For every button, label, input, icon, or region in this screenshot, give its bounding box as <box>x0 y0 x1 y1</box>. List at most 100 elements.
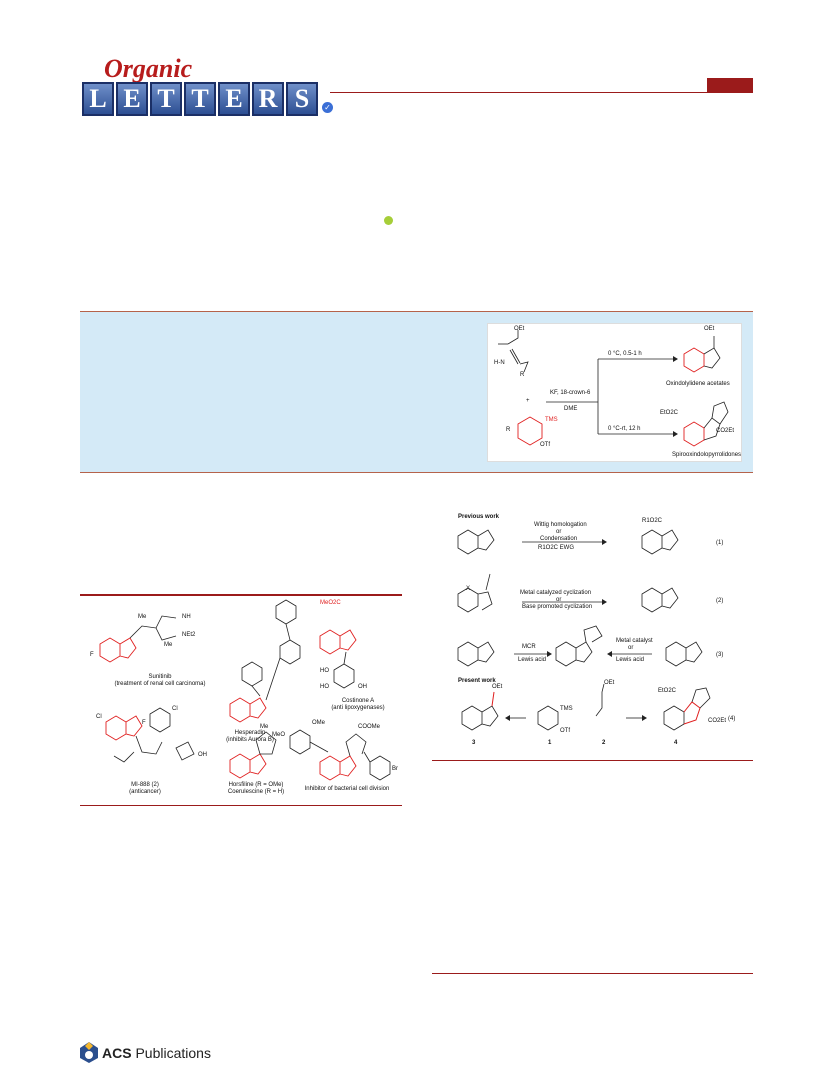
previous-work-heading: Previous work <box>458 514 500 520</box>
header-rule <box>330 92 753 93</box>
figure-label: Inhibitor of bacterial cell division <box>292 786 402 793</box>
scheme-otf: OTf <box>560 728 570 734</box>
journal-logo-organic: Organic <box>104 54 193 83</box>
acs-logo-icon <box>80 1042 98 1063</box>
compound-4: 4 <box>674 740 678 746</box>
scheme-oet: OEt <box>604 680 615 686</box>
atom-br: Br <box>392 766 398 772</box>
scheme-row3-or: or <box>628 645 634 651</box>
atom-me: Me <box>260 724 269 730</box>
atom-oh: OH <box>358 684 367 690</box>
equation-4: (4) <box>728 716 736 722</box>
toc-tms: TMS <box>545 417 558 423</box>
toc-eto2c: EtO2C <box>660 410 679 416</box>
toc-oet-product: OEt <box>704 326 715 332</box>
atom-f: F <box>142 720 146 726</box>
toc-r1: R <box>520 372 525 378</box>
toc-structures <box>498 330 729 447</box>
toc-otf: OTf <box>540 442 550 448</box>
toc-oet: OEt <box>514 326 525 332</box>
figure-label-name: Costinone A <box>341 698 375 704</box>
figure-label-name: Sunitinib <box>148 674 172 680</box>
figure-label: Sunitinib (treatment of renal cell carci… <box>100 674 220 688</box>
toc-product-top: Oxindolylidene acetates <box>666 381 730 387</box>
scheme-r1o2c: R1O2C <box>642 518 663 524</box>
scheme-mcr: MCR <box>522 644 536 650</box>
atom-cl: Cl <box>96 714 102 720</box>
scheme-co2et: CO2Et <box>708 718 727 724</box>
atom-coome: COOMe <box>358 724 381 730</box>
figure-label-note: (treatment of renal cell carcinoma) <box>114 681 206 687</box>
scheme-metal-catalyst: Metal catalyst <box>616 638 653 644</box>
atom-ome: OMe <box>312 720 326 726</box>
atom-cl: Cl <box>172 706 178 712</box>
atom-ho: HO <box>320 684 329 690</box>
scheme-row1-bottom: Condensation <box>540 536 578 542</box>
figure-label-note: (anti lipoxygenases) <box>331 705 385 711</box>
abstract-rule-top <box>80 311 753 312</box>
scheme1-structures <box>457 529 711 731</box>
toc-graphic: OEt H-N R + TMS OTf R KF, 18-crown-6 DME… <box>487 323 742 462</box>
equation-1: (1) <box>716 540 724 546</box>
logo-letter: T <box>150 82 182 116</box>
logo-letter: E <box>116 82 148 116</box>
figure-label: Costinone A (anti lipoxygenases) <box>316 698 400 712</box>
toc-co2et: CO2Et <box>716 428 735 434</box>
figure-label-note: Coerulescine (R = H) <box>227 789 285 795</box>
figure-label-name: Hesperadin <box>234 730 266 736</box>
figure1-rule-top <box>80 594 402 596</box>
acs-label: ACS <box>102 1045 132 1061</box>
figure-label: MI-888 (2) (anticancer) <box>110 782 180 796</box>
toc-reagent: KF, 18-crown-6 <box>550 390 591 396</box>
toc-solvent: DME <box>564 406 578 412</box>
scheme-row1-reagent: R1O2C EWG <box>538 545 575 551</box>
acs-publications-wordmark[interactable]: ACS Publications <box>102 1045 211 1061</box>
scheme-x: X <box>466 586 471 592</box>
logo-letter: L <box>82 82 114 116</box>
atom-oh: OH <box>198 752 207 758</box>
scheme1: Previous work Wittig homologation or Con… <box>452 512 752 757</box>
atom-f: F <box>90 652 94 658</box>
compound-1: 1 <box>548 740 552 746</box>
equation-2: (2) <box>716 598 724 604</box>
toc-plus: + <box>526 398 530 404</box>
publications-label: Publications <box>135 1045 211 1061</box>
logo-letter: S <box>286 82 318 116</box>
figure-label: Horsfiline (R = OMe) Coerulescine (R = H… <box>214 782 298 796</box>
compound-2: 2 <box>602 740 606 746</box>
header-tab <box>707 78 753 93</box>
abstract-rule-bottom <box>80 472 753 473</box>
toc-cond-bottom: 0 °C-rt, 12 h <box>608 426 641 432</box>
toc-hn: H-N <box>494 360 505 366</box>
atom-meo2c: MeO2C <box>320 600 341 606</box>
toc-cond-top: 0 °C, 0.5-1 h <box>608 351 642 357</box>
logo-letter: E <box>218 82 250 116</box>
scheme-lewis-acid: Lewis acid <box>616 657 645 663</box>
logo-letter: R <box>252 82 284 116</box>
scheme-row2-top: Metal catalyzed cyclization <box>520 590 592 596</box>
verified-check-icon: ✓ <box>322 102 333 113</box>
atom-ho: HO <box>320 668 329 674</box>
journal-logo-letters: L E T T E R S <box>82 82 318 116</box>
scheme1-rule <box>432 760 753 761</box>
figure-label-name: MI-888 (2) <box>131 782 159 788</box>
figure1-structures <box>99 599 391 781</box>
column-rule-bottom <box>432 973 753 974</box>
atom-nh: NH <box>182 614 191 620</box>
toc-r: R <box>506 427 511 433</box>
figure-label-note: (anticancer) <box>129 789 161 795</box>
present-work-heading: Present work <box>458 678 496 684</box>
atom-me: Me <box>164 642 173 648</box>
scheme-row1-or: or <box>556 529 562 535</box>
figure-label: Hesperadin (inhibits Aurora B) <box>210 730 290 744</box>
figure-label-name: Horsfiline (R = OMe) <box>228 782 284 788</box>
figure1: Me NH NEt2 Me F MeO2C HO HO OH Cl Cl F O… <box>80 596 402 804</box>
scheme-lewis-acid: Lewis acid <box>518 657 547 663</box>
scheme-row2-or: or <box>556 597 562 603</box>
orcid-icon[interactable] <box>384 216 393 225</box>
logo-letter: T <box>184 82 216 116</box>
atom-net2: NEt2 <box>182 632 196 638</box>
scheme-tms: TMS <box>560 706 573 712</box>
atom-meo: MeO <box>272 732 286 738</box>
scheme-row1-top: Wittig homologation <box>534 522 587 528</box>
